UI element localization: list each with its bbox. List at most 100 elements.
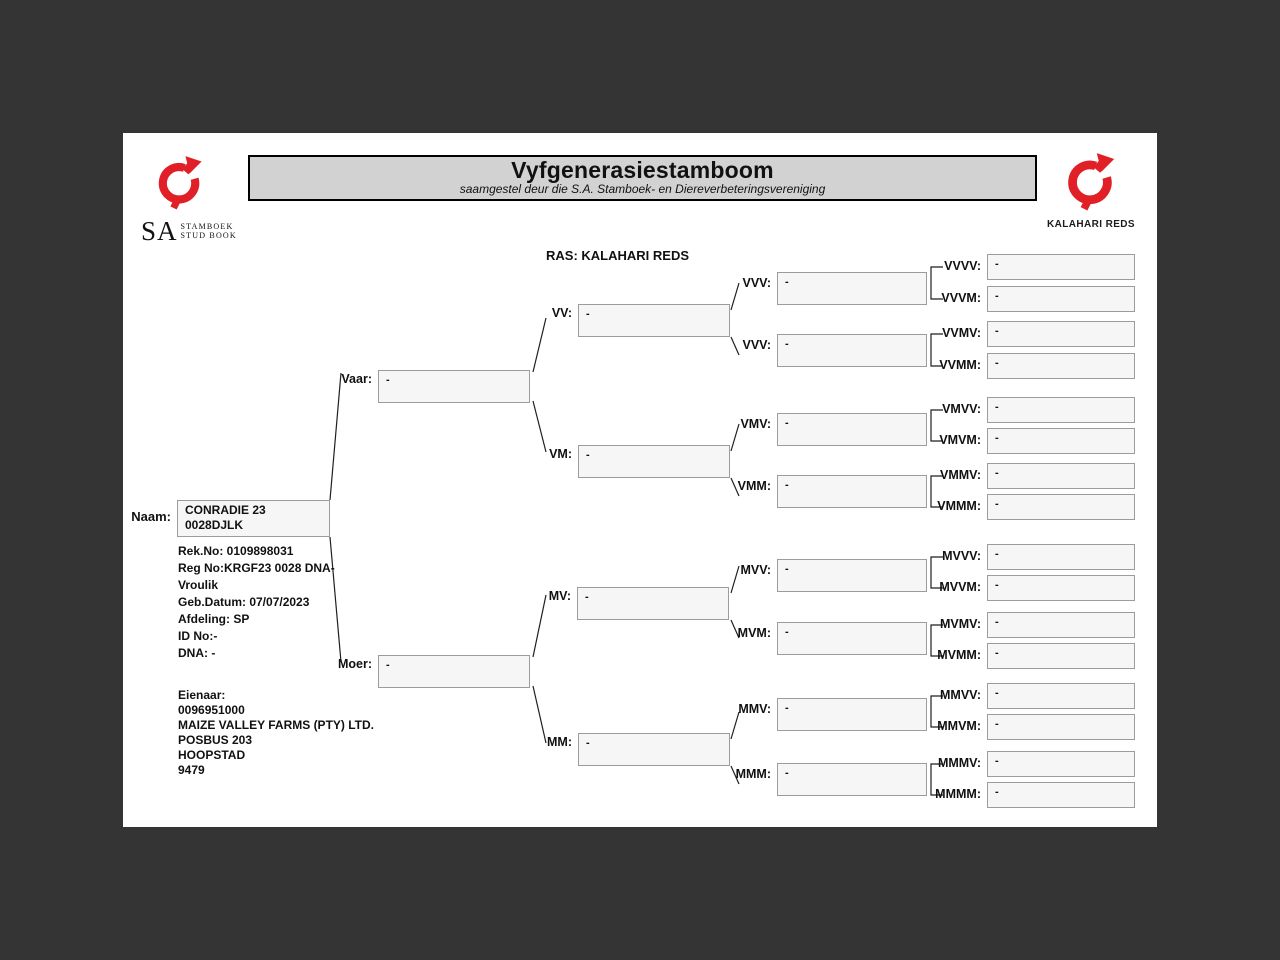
mvvv-value: - xyxy=(995,548,999,560)
mvvm-value: - xyxy=(995,579,999,591)
pedigree-node-mmm: MMM: - xyxy=(736,763,927,796)
vv-value: - xyxy=(586,308,590,320)
vvvv-value-box: - xyxy=(987,254,1135,280)
moer-value-box: - xyxy=(378,655,530,688)
vmmv-value: - xyxy=(995,467,999,479)
mmm-value-box: - xyxy=(777,763,927,796)
vv-label: VV: xyxy=(551,306,572,320)
owner-address-line1: POSBUS 203 xyxy=(178,733,253,747)
vmmv-value-box: - xyxy=(987,463,1135,489)
sa-text: SA xyxy=(141,216,178,246)
vvv-label: VVV: xyxy=(742,276,772,290)
vmmm-value: - xyxy=(995,498,999,510)
vvmm-label: VVMM: xyxy=(939,358,981,372)
vmvm-value-box: - xyxy=(987,428,1135,454)
mvm-value-box: - xyxy=(777,622,927,655)
vmm-value-box: - xyxy=(777,475,927,508)
mvvv-value-box: - xyxy=(987,544,1135,570)
mmvv-label: MMVV: xyxy=(940,688,981,702)
mmmv-label: MMMV: xyxy=(937,756,981,770)
pedigree-node-mmvm: MMVM: - xyxy=(937,714,1135,740)
mmvm-value: - xyxy=(995,718,999,730)
vmvm-value: - xyxy=(995,432,999,444)
mvv-value: - xyxy=(785,563,789,575)
mvmm-value-box: - xyxy=(987,643,1135,669)
vvvm-value-box: - xyxy=(987,286,1135,312)
pedigree-node-vvmv: VVMV: - xyxy=(942,321,1135,347)
kalahari-reds-logo: KALAHARI REDS xyxy=(1041,147,1141,230)
vvv-value: - xyxy=(785,276,789,288)
pedigree-node-mvvv: MVVV: - xyxy=(942,544,1135,570)
sa-logo-circular-arrow-icon xyxy=(158,156,202,210)
page-subtitle: saamgestel deur die S.A. Stamboek- en Di… xyxy=(459,182,826,196)
vmm-label: VMM: xyxy=(737,479,771,493)
mvm-value: - xyxy=(785,626,789,638)
mm-value-box: - xyxy=(578,733,730,766)
vvvv-value: - xyxy=(995,258,999,270)
mm-value: - xyxy=(586,737,590,749)
pedigree-node-vmmm: VMMM: - xyxy=(937,494,1135,520)
pedigree-node-vvmm: VVMM: - xyxy=(939,353,1135,379)
pedigree-node-vvm: VVV: - xyxy=(743,334,927,367)
detail-rek-no: Rek.No: 0109898031 xyxy=(178,544,294,558)
pedigree-node-vv: VV: - xyxy=(552,304,730,337)
vmv-label: VMV: xyxy=(740,417,771,431)
pedigree-node-mvmm: MVMM: - xyxy=(937,643,1135,669)
pedigree-node-mvvm: MVVM: - xyxy=(939,575,1135,601)
pedigree-node-mmvv: MMVV: - xyxy=(940,683,1135,709)
moer-value: - xyxy=(386,659,390,671)
mmvm-label: MMVM: xyxy=(937,719,981,733)
vaar-value: - xyxy=(386,374,390,386)
kalahari-logo-circular-arrow-icon xyxy=(1068,153,1115,211)
detail-afdeling: Afdeling: SP xyxy=(178,612,250,626)
naam-label: Naam: xyxy=(131,509,171,524)
owner-number: 0096951000 xyxy=(178,703,245,717)
mv-label: MV: xyxy=(548,589,571,603)
breed-line: RAS: KALAHARI REDS xyxy=(546,248,689,263)
mvmm-label: MVMM: xyxy=(937,648,981,662)
pedigree-node-vvvv: VVVV: - xyxy=(944,254,1135,280)
studbook-text: STUD BOOK xyxy=(180,231,237,240)
mvmv-value: - xyxy=(995,616,999,628)
vmvv-value: - xyxy=(995,401,999,413)
vaar-value-box: - xyxy=(378,370,530,403)
mvmv-value-box: - xyxy=(987,612,1135,638)
mvv-label: MVV: xyxy=(740,563,771,577)
mmmv-value: - xyxy=(995,755,999,767)
vvmm-value: - xyxy=(995,357,999,369)
pedigree-node-vmmv: VMMV: - xyxy=(940,463,1135,489)
mmv-label: MMV: xyxy=(738,702,771,716)
pedigree-node-mmmm: MMMM: - xyxy=(935,782,1135,808)
detail-dna: DNA: - xyxy=(178,646,216,660)
mvmv-label: MVMV: xyxy=(940,617,981,631)
moer-label: Moer: xyxy=(337,657,372,671)
detail-geslag: Vroulik xyxy=(178,578,219,592)
detail-id-no: ID No:- xyxy=(178,629,218,643)
stamboek-text: STAMBOEK xyxy=(180,222,234,231)
vvm-value-box: - xyxy=(777,334,927,367)
pedigree-node-mm: MM: - xyxy=(547,733,730,766)
owner-heading: Eienaar: xyxy=(178,688,226,702)
mmm-label: MMM: xyxy=(735,767,771,781)
vm-value-box: - xyxy=(578,445,730,478)
kalahari-reds-caption: KALAHARI REDS xyxy=(1047,219,1135,230)
vmm-value: - xyxy=(785,479,789,491)
mvv-value-box: - xyxy=(777,559,927,592)
pedigree-node-mmv: MMV: - xyxy=(738,698,927,731)
vmmv-label: VMMV: xyxy=(940,468,981,482)
vvvm-label: VVVM: xyxy=(941,291,981,305)
mvm-label: MVM: xyxy=(737,626,771,640)
pedigree-node-subject: Naam: CONRADIE 23 0028DJLK xyxy=(131,500,330,537)
pedigree-node-vmm: VMM: - xyxy=(738,475,927,508)
page-title: Vyfgenerasiestamboom xyxy=(511,157,774,183)
vvm-value: - xyxy=(785,338,789,350)
owner-address-line2: HOOPSTAD xyxy=(178,748,246,762)
vmmm-label: VMMM: xyxy=(937,499,981,513)
mm-label: MM: xyxy=(547,735,572,749)
pedigree-node-moer: Moer: - xyxy=(338,655,530,688)
mmvm-value-box: - xyxy=(987,714,1135,740)
pedigree-node-vmvm: VMVM: - xyxy=(939,428,1135,454)
